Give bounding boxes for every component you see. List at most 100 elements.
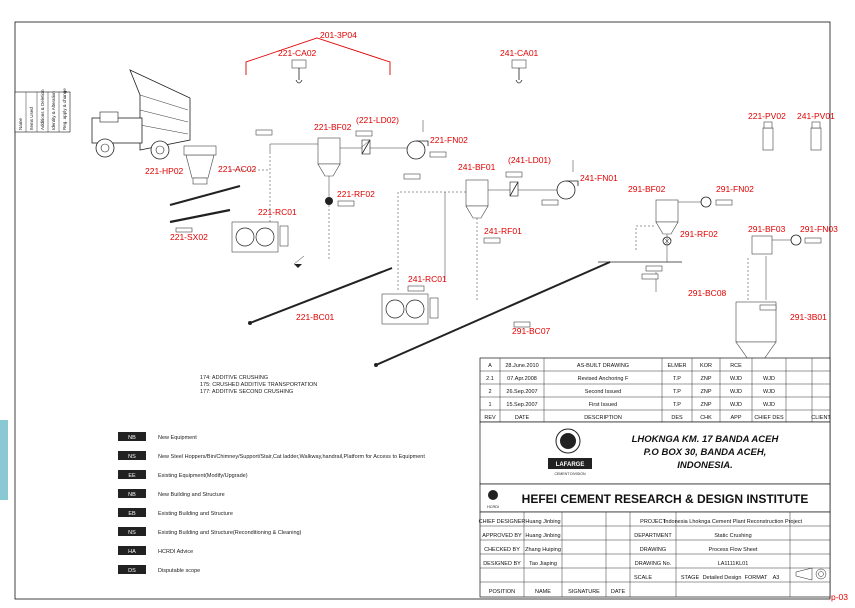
chief-cell: WJD xyxy=(763,402,775,408)
app-cell: RCE xyxy=(730,363,742,369)
fan-291-fn03: 291-FN03 xyxy=(772,224,838,246)
hopper-221-hp02: 221-HP02 xyxy=(145,145,217,185)
approved-label: APPROVED BY xyxy=(482,533,522,539)
note-2: 175: CRUSHED ADDITIVE TRANSPORTATION xyxy=(200,382,317,388)
institute-name: HEFEI CEMENT RESEARCH & DESIGN INSTITUTE xyxy=(522,492,809,506)
header-rev: REV xyxy=(484,415,496,421)
legend-text: Existing Building and Structure(Recondit… xyxy=(158,530,302,536)
client-address-3: INDONESIA. xyxy=(677,460,732,471)
hcrdi-logo-icon xyxy=(488,490,498,500)
designed-name: Tao Jiaping xyxy=(529,561,557,567)
date-cell: 28.June.2010 xyxy=(505,363,538,369)
legend-item: DS Disputable scope xyxy=(118,565,200,574)
app-cell: WJD xyxy=(730,376,742,382)
des-cell: T.P xyxy=(673,389,681,395)
fan-221-fn02: 221-FN02 xyxy=(406,135,468,160)
tag-291-3b01: 291-3B01 xyxy=(790,312,827,322)
legend-text: HCRDI Advice xyxy=(158,549,193,555)
apron-conveyor-221-ac02: 221-AC02 xyxy=(169,164,257,207)
header-chk: CHK xyxy=(700,415,712,421)
strip-r2: Items Used xyxy=(29,107,34,130)
lafarge-logo xyxy=(548,458,592,469)
rotary-feeder-221-rf02: 221-RF02 xyxy=(325,189,375,205)
stage-value: Detailed Design xyxy=(703,575,742,581)
chk-cell: ZNP xyxy=(701,376,712,382)
tag-221-bc01: 221-BC01 xyxy=(296,312,335,322)
drawing-no-label: DRAWING No. xyxy=(635,561,672,567)
header-des: DES xyxy=(671,415,683,421)
chk-cell: ZNP xyxy=(701,402,712,408)
client-address-2: P.O BOX 30, BANDA ACEH, xyxy=(644,447,767,458)
dust-ducts-221 xyxy=(230,120,447,268)
name-label: NAME xyxy=(535,589,551,595)
format-value: A3 xyxy=(773,575,780,581)
hcrdi-logo-caption: HCRDI xyxy=(487,505,499,509)
rotary-feeder-241-rf01: 241-RF01 xyxy=(483,226,522,244)
damper-221-ld02: (221-LD02) xyxy=(356,115,399,155)
tag-221-fn02: 221-FN02 xyxy=(430,135,468,145)
app-cell: WJD xyxy=(730,402,742,408)
tag-221-bf02: 221-BF02 xyxy=(314,122,352,132)
tag-221-ca02: 221-CA02 xyxy=(278,48,317,58)
hoist-241-ca01: 241-CA01 xyxy=(500,48,539,84)
chief-designer-name: Huang Jinbing xyxy=(525,519,560,525)
desc-cell: Revised Anchoring F xyxy=(578,376,629,382)
project-value: Indonesia Lhoknga Cement Plant Reconstru… xyxy=(664,519,803,525)
chief-designer-label: CHIEF DESIGNER xyxy=(479,519,526,525)
damper-241-ld01: (241-LD01) xyxy=(508,155,551,197)
tag-291-bc07: 291-BC07 xyxy=(512,326,551,336)
header-app: APP xyxy=(730,415,741,421)
date-cell: 07.Apr.2008 xyxy=(507,376,537,382)
legend-item: NS New Steel Hoppers/Bin/Chimney/Support… xyxy=(118,451,425,460)
app-cell: WJD xyxy=(730,389,742,395)
revision-row: A 28.June.2010 AS-BUILT DRAWING ELMER KO… xyxy=(488,363,742,369)
legend-code: HA xyxy=(128,549,136,555)
tag-221-pv02: 221-PV02 xyxy=(748,111,786,121)
date-cell: 26.Sep.2007 xyxy=(506,389,537,395)
legend-text: Disputable scope xyxy=(158,568,200,574)
des-cell: ELMER xyxy=(668,363,687,369)
belt-conveyor-291-bc08: 291-BC08 xyxy=(598,261,727,298)
lafarge-logo-text: LAFARGE xyxy=(556,462,585,468)
revision-row: 2.1 07.Apr.2008 Revised Anchoring F T.P … xyxy=(486,376,775,382)
desc-cell: Second Issued xyxy=(585,389,621,395)
tag-221-sx02: 221-SX02 xyxy=(170,232,208,242)
bag-filter-291-bf02: 291-BF02 xyxy=(628,184,679,235)
legend-item: NB New Equipment xyxy=(118,432,197,441)
date-label: DATE xyxy=(611,589,626,595)
vent-filter-221-pv02: 221-PV02 xyxy=(748,111,786,151)
page-label: p-03 xyxy=(831,592,848,602)
legend-item: NB New Building and Structure xyxy=(118,489,225,498)
tag-291-rf02: 291-RF02 xyxy=(680,229,718,239)
dump-truck-icon xyxy=(91,69,191,160)
tag-241-rc01: 241-RC01 xyxy=(408,274,447,284)
crusher-221-rc01: 221-RC01 xyxy=(231,207,297,253)
tag-221-rc01: 221-RC01 xyxy=(258,207,297,217)
tag-221-ld02: (221-LD02) xyxy=(356,115,399,125)
strip-r4: Identity & Alteration xyxy=(51,91,56,130)
drawing-label: DRAWING xyxy=(640,547,666,553)
revision-header: REV DATE DESCRIPTION DES CHK APP CHIEF D… xyxy=(484,415,831,421)
legend-code: NB xyxy=(128,435,136,441)
scale-label: SCALE xyxy=(634,575,652,581)
bag-filter-221-bf02: 221-BF02 xyxy=(314,122,352,177)
header-chief-des: CHIEF DES xyxy=(754,415,784,421)
project-label: PROJECT xyxy=(640,519,666,525)
desc-cell: AS-BUILT DRAWING xyxy=(577,363,629,369)
dust-ducts-291 xyxy=(635,201,767,300)
legend-item: HA HCRDI Advice xyxy=(118,546,193,555)
legend-text: New Building and Structure xyxy=(158,492,225,498)
signature-label: SIGNATURE xyxy=(568,589,600,595)
tag-241-ca01: 241-CA01 xyxy=(500,48,539,58)
tag-291-bf02: 291-BF02 xyxy=(628,184,666,194)
tag-241-ld01: (241-LD01) xyxy=(508,155,551,165)
stage-label: STAGE xyxy=(681,575,700,581)
date-cell: 15.Sep.2007 xyxy=(506,402,537,408)
tag-241-pv01: 241-PV01 xyxy=(797,111,835,121)
tag-221-rf02: 221-RF02 xyxy=(337,189,375,199)
legend-code: EB xyxy=(128,511,136,517)
department-value: Static Crushing xyxy=(714,533,751,539)
legend-text: New Steel Hoppers/Bin/Chimney/Support/St… xyxy=(158,454,425,460)
note-3: 177: ADDITIVE SECOND CRUSHING xyxy=(200,389,293,395)
